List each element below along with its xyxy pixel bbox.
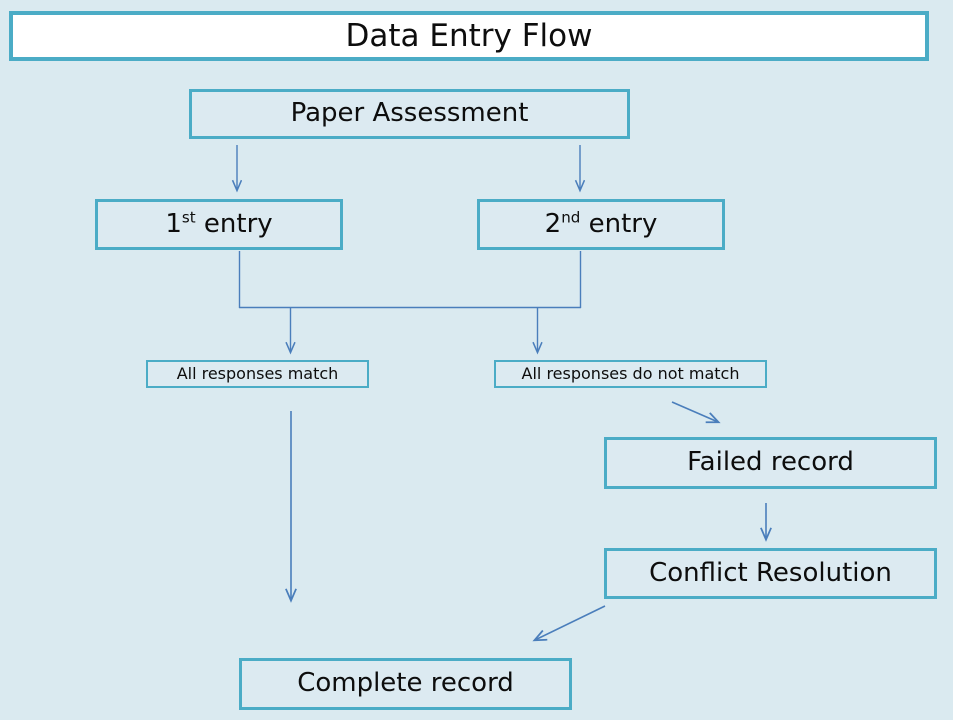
node-second-entry[interactable]: 2nd entry bbox=[477, 199, 725, 250]
node-first-entry[interactable]: 1st entry bbox=[95, 199, 343, 250]
node-all-responses-do-not-match-label: All responses do not match bbox=[521, 363, 740, 383]
edge-nomatch-to-failed-record bbox=[671, 401, 718, 422]
node-complete-record-label: Complete record bbox=[297, 668, 514, 699]
node-conflict-resolution[interactable]: Conflict Resolution bbox=[604, 548, 937, 599]
second-entry-number: 2 bbox=[544, 208, 562, 239]
page-title-label: Data Entry Flow bbox=[345, 17, 593, 54]
node-second-entry-label: 2nd entry bbox=[544, 208, 658, 239]
edge-conflict-to-complete-record bbox=[535, 605, 606, 640]
first-entry-ordinal: st bbox=[181, 208, 196, 227]
node-all-responses-do-not-match[interactable]: All responses do not match bbox=[494, 360, 767, 388]
node-first-entry-label: 1st entry bbox=[165, 208, 273, 239]
node-complete-record[interactable]: Complete record bbox=[239, 658, 572, 710]
node-failed-record-label: Failed record bbox=[687, 447, 854, 478]
node-paper-assessment[interactable]: Paper Assessment bbox=[189, 89, 630, 139]
node-failed-record[interactable]: Failed record bbox=[604, 437, 937, 489]
second-entry-rest: entry bbox=[580, 208, 658, 239]
second-entry-ordinal: nd bbox=[561, 208, 581, 227]
first-entry-rest: entry bbox=[195, 208, 273, 239]
node-paper-assessment-label: Paper Assessment bbox=[290, 98, 529, 129]
node-all-responses-match-label: All responses match bbox=[176, 363, 339, 383]
first-entry-number: 1 bbox=[165, 208, 182, 239]
node-conflict-resolution-label: Conflict Resolution bbox=[649, 557, 892, 588]
node-all-responses-match[interactable]: All responses match bbox=[146, 360, 369, 388]
page-title: Data Entry Flow bbox=[9, 11, 929, 61]
